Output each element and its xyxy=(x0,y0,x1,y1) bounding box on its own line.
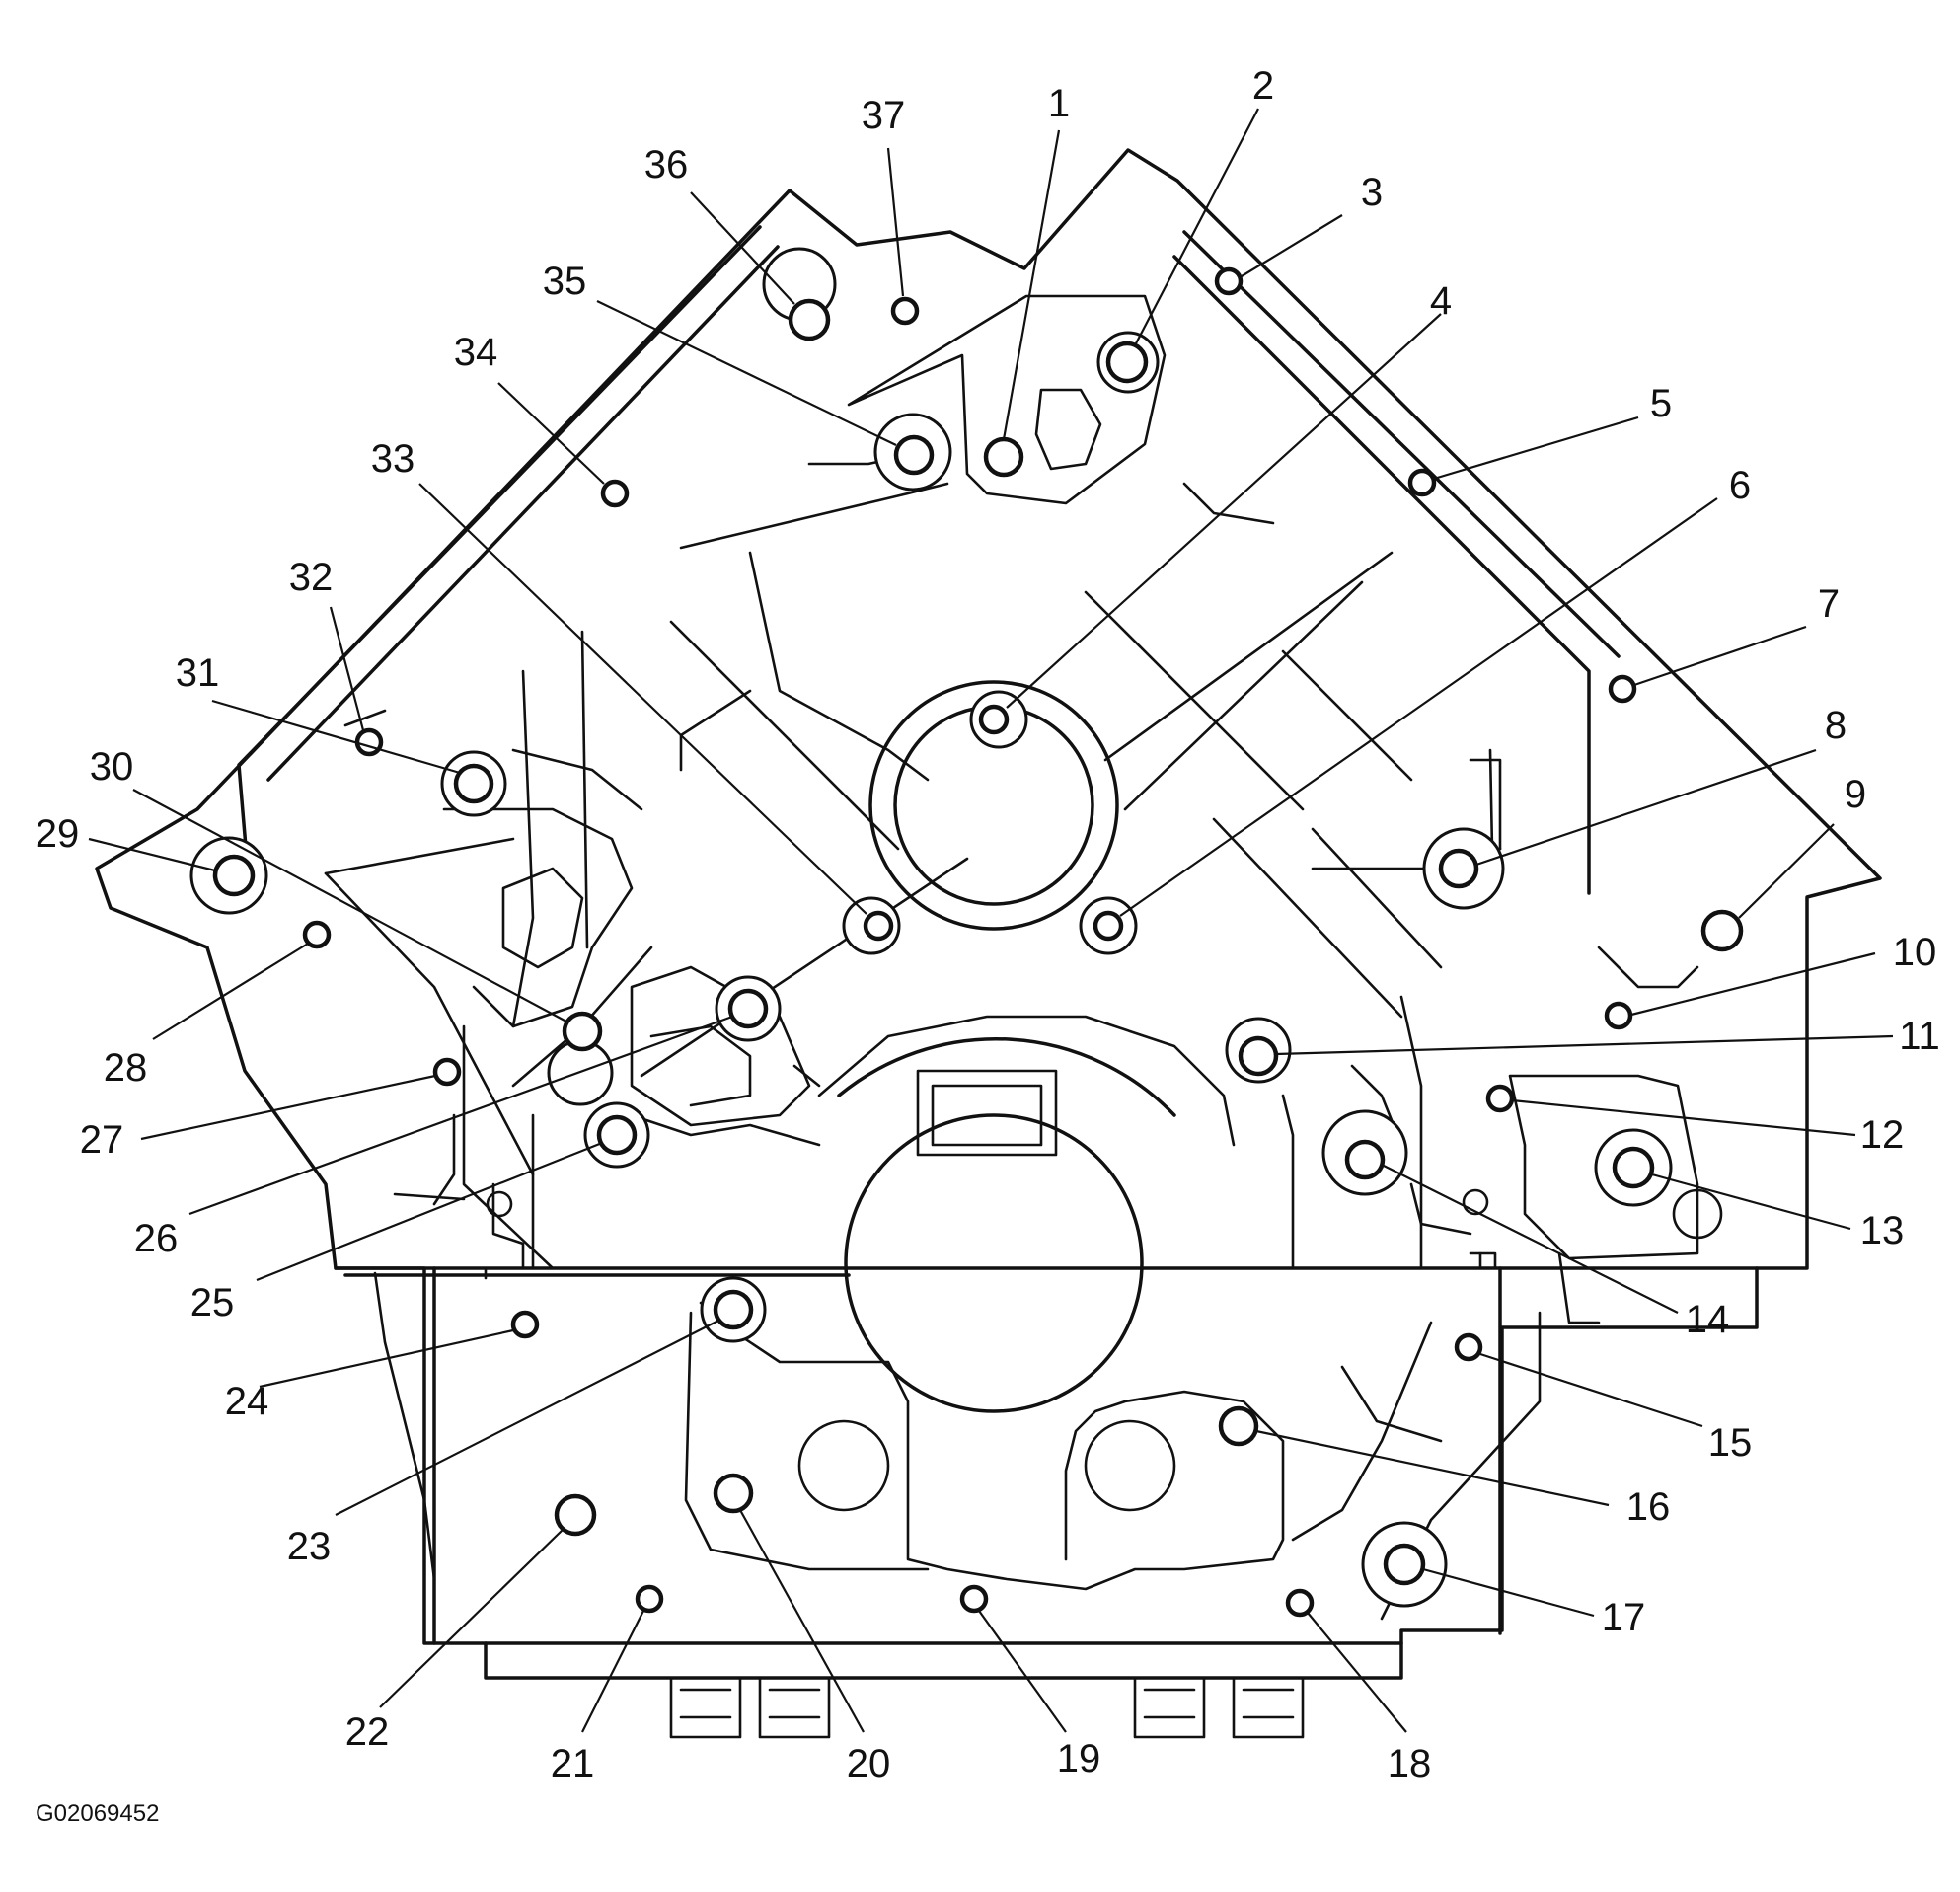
bolt-28 xyxy=(302,920,332,949)
bolt-37 xyxy=(890,296,920,326)
callout-28: 28 xyxy=(104,1046,148,1090)
callout-2: 2 xyxy=(1252,64,1274,108)
bolt-23 xyxy=(713,1289,754,1330)
callout-25: 25 xyxy=(190,1281,235,1324)
bolt-5 xyxy=(1407,468,1437,497)
callout-35: 35 xyxy=(543,260,587,303)
bolt-holes xyxy=(212,266,1744,1618)
bolt-30 xyxy=(562,1011,603,1052)
callout-3: 3 xyxy=(1361,171,1383,214)
bolt-17 xyxy=(1383,1543,1426,1586)
callout-4: 4 xyxy=(1430,279,1452,323)
bolt-18 xyxy=(1285,1588,1315,1618)
bolt-8 xyxy=(1438,848,1479,889)
callout-27: 27 xyxy=(80,1118,124,1162)
bolt-26 xyxy=(727,988,769,1029)
callout-22: 22 xyxy=(345,1710,390,1754)
callout-20: 20 xyxy=(847,1742,891,1785)
bolt-2 xyxy=(1105,341,1149,384)
callout-10: 10 xyxy=(1893,931,1937,974)
bolt-16 xyxy=(1218,1405,1259,1447)
bolt-22 xyxy=(554,1493,597,1537)
callout-37: 37 xyxy=(862,94,906,137)
bolt-32 xyxy=(354,727,384,757)
bolt-36 xyxy=(788,298,831,341)
bolt-12 xyxy=(1485,1084,1515,1113)
callout-17: 17 xyxy=(1602,1596,1646,1639)
callout-18: 18 xyxy=(1388,1742,1432,1785)
pan-bolt-heads xyxy=(669,1676,1305,1739)
bolt-11 xyxy=(1238,1035,1279,1077)
bolt-3 xyxy=(1214,266,1244,296)
block-outline xyxy=(95,148,1882,1680)
callout-33: 33 xyxy=(371,437,415,481)
callout-21: 21 xyxy=(551,1742,595,1785)
callout-6: 6 xyxy=(1729,464,1751,507)
bolt-24 xyxy=(510,1310,540,1339)
callout-5: 5 xyxy=(1650,382,1672,425)
bolt-7 xyxy=(1608,674,1637,704)
callout-1: 1 xyxy=(1048,82,1070,125)
callout-26: 26 xyxy=(134,1217,179,1260)
callout-11: 11 xyxy=(1899,1015,1940,1058)
callout-23: 23 xyxy=(287,1525,332,1568)
bolt-19 xyxy=(959,1584,989,1614)
bolt-14 xyxy=(1344,1139,1386,1180)
callout-24: 24 xyxy=(225,1380,269,1423)
bolt-13 xyxy=(1612,1146,1655,1189)
callout-19: 19 xyxy=(1057,1737,1101,1780)
figure-code: G02069452 xyxy=(36,1800,159,1827)
bolt-29 xyxy=(212,854,256,897)
bolt-6 xyxy=(1093,910,1124,942)
callout-31: 31 xyxy=(176,651,220,695)
callout-36: 36 xyxy=(644,143,689,187)
bolt-27 xyxy=(432,1057,462,1087)
leader-lines xyxy=(88,108,1894,1733)
callout-16: 16 xyxy=(1626,1485,1671,1529)
block-bores xyxy=(486,680,1723,1512)
bolt-15 xyxy=(1454,1332,1483,1362)
callout-labels: 1 2 3 4 5 6 7 8 9 10 11 12 13 14 15 16 1… xyxy=(36,64,1940,1785)
bolt-25 xyxy=(596,1114,638,1156)
callout-9: 9 xyxy=(1845,773,1866,816)
bolt-31 xyxy=(453,763,494,804)
bolt-9 xyxy=(1700,909,1744,952)
bolt-10 xyxy=(1604,1001,1633,1030)
callout-7: 7 xyxy=(1818,582,1840,626)
callout-12: 12 xyxy=(1860,1113,1905,1157)
callout-29: 29 xyxy=(36,812,80,856)
bolt-35 xyxy=(893,434,935,476)
callout-34: 34 xyxy=(454,331,498,374)
callout-30: 30 xyxy=(90,745,134,789)
callout-32: 32 xyxy=(289,556,334,599)
bolt-20 xyxy=(713,1473,754,1514)
callout-15: 15 xyxy=(1708,1421,1753,1465)
bolt-4 xyxy=(978,704,1010,735)
callout-8: 8 xyxy=(1825,704,1847,747)
bolt-33 xyxy=(863,910,894,942)
bolt-21 xyxy=(635,1584,664,1614)
callout-14: 14 xyxy=(1686,1298,1730,1341)
bolt-1 xyxy=(983,436,1024,478)
callout-13: 13 xyxy=(1860,1209,1905,1252)
bolt-34 xyxy=(600,479,630,508)
